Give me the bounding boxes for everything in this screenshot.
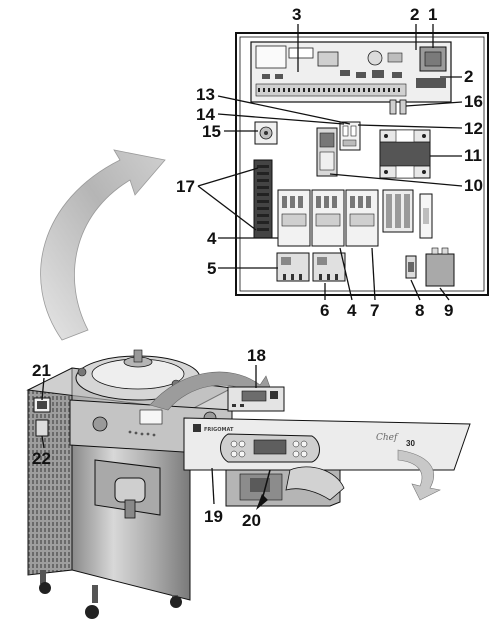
fuse-8 (405, 255, 417, 279)
label-13: 13 (196, 85, 215, 104)
brand-text: FRIGOMAT (204, 427, 234, 433)
label-2-right: 2 (464, 67, 473, 86)
breaker-block (339, 121, 361, 151)
label-14: 14 (196, 105, 215, 124)
label-10: 10 (464, 176, 483, 195)
machine-leader-lines (41, 365, 257, 505)
label-4-left: 4 (207, 229, 217, 248)
fuse-block (382, 189, 414, 233)
label-4-bottom: 4 (347, 301, 357, 320)
label-1: 1 (428, 5, 437, 24)
hand-photo-20 (225, 466, 345, 510)
label-12: 12 (464, 119, 483, 138)
brand-logo: FRIGOMAT (193, 424, 234, 433)
small-curved-arrow-2 (397, 449, 441, 501)
label-6: 6 (320, 301, 329, 320)
label-5: 5 (207, 259, 216, 278)
display-board-18 (227, 386, 285, 412)
potentiometer-15 (254, 121, 278, 145)
curved-arrow (40, 149, 166, 341)
thermal-relays (276, 252, 346, 282)
model-label: Chef 30 (376, 433, 415, 448)
label-21: 21 (32, 361, 51, 380)
label-3: 3 (292, 5, 301, 24)
label-15: 15 (202, 122, 221, 141)
ice-cream-machine (26, 349, 234, 619)
label-7: 7 (370, 301, 379, 320)
main-circuit-board (250, 41, 452, 103)
label-18: 18 (247, 346, 266, 365)
label-9: 9 (444, 301, 453, 320)
timer-relay (316, 127, 338, 177)
label-16: 16 (464, 92, 483, 111)
model-number-text: 30 (406, 439, 415, 448)
label-11: 11 (464, 146, 482, 165)
callout-numbers: 3 2 1 2 13 16 14 12 15 11 17 10 4 5 6 4 … (32, 5, 483, 530)
label-19: 19 (204, 507, 223, 526)
terminal-blocks-17 (253, 159, 273, 239)
contactor-row (277, 189, 379, 247)
label-8: 8 (415, 301, 424, 320)
capacitor-9 (425, 247, 455, 287)
label-22: 22 (32, 449, 51, 468)
board-terminal-strip (258, 88, 400, 92)
fuse-holder-single (419, 193, 433, 239)
model-script-text: Chef (376, 433, 399, 443)
fuse-holders (389, 99, 407, 115)
label-20: 20 (242, 511, 261, 530)
transformer-11 (379, 129, 431, 179)
label-17: 17 (176, 177, 195, 196)
panel-leader-lines (197, 24, 463, 301)
label-2-top: 2 (410, 5, 419, 24)
keypad (220, 433, 320, 463)
